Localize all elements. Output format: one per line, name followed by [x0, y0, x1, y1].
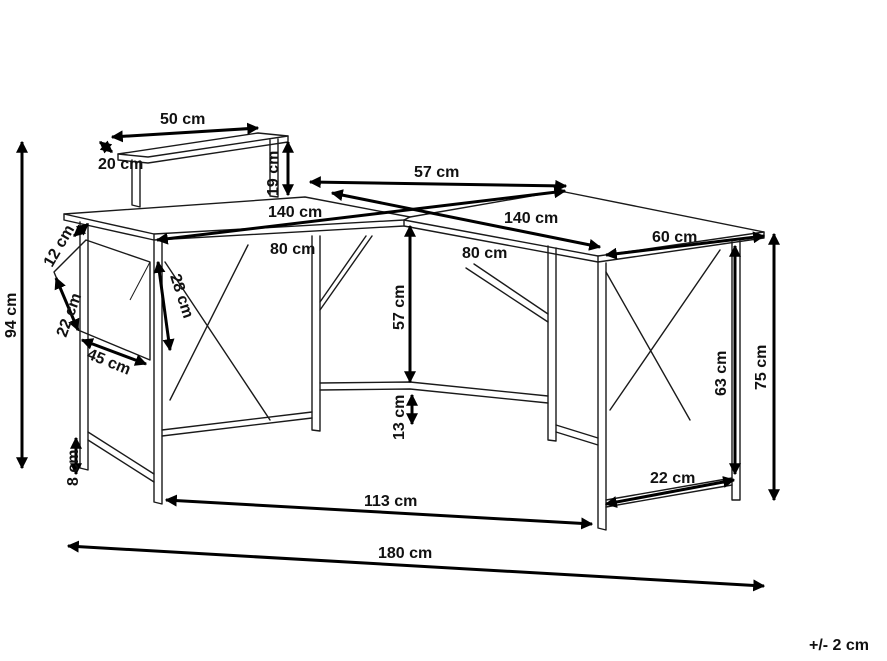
- label-shelf-width: 50 cm: [160, 111, 205, 128]
- label-left-top-length: 140 cm: [268, 204, 322, 221]
- arrow-right-depth: [604, 231, 766, 260]
- arrow-inner-base: [164, 494, 594, 530]
- arrow-bag-diag: [153, 260, 175, 352]
- label-total-height: 75 cm: [753, 345, 770, 390]
- label-bag-top: 12 cm: [41, 222, 78, 270]
- label-bar-height: 13 cm: [391, 395, 408, 440]
- arrow-right-top-length: [330, 189, 602, 251]
- label-overall-height: 94 cm: [3, 293, 20, 338]
- arrow-total-width: [66, 540, 766, 592]
- left-desktop: [63, 196, 411, 241]
- arrow-shelf-depth: [99, 140, 113, 154]
- arrow-shelf-width: [110, 122, 260, 143]
- monitor-shelf: [117, 132, 289, 208]
- label-inner-height: 57 cm: [391, 285, 408, 330]
- label-right-depth: 60 cm: [652, 229, 697, 246]
- label-corner-span: 57 cm: [414, 164, 459, 181]
- tolerance-note: +/- 2 cm: [808, 637, 869, 654]
- label-foot-gap: 8 cm: [65, 450, 82, 486]
- arrow-bag-bottom: [80, 338, 148, 366]
- label-bag-diag: 28 cm: [166, 272, 196, 320]
- label-inner-base: 113 cm: [364, 493, 417, 510]
- left-legs: [79, 221, 373, 505]
- label-right-top-length: 140 cm: [504, 210, 558, 227]
- dimension-arrows: [15, 122, 780, 592]
- arrow-right-base: [604, 476, 736, 508]
- label-shelf-height: 19 cm: [265, 151, 282, 196]
- middle-legs: [319, 245, 557, 442]
- label-total-width: 180 cm: [378, 545, 432, 562]
- desk-drawing: [53, 132, 765, 531]
- arrow-bag-top: [73, 222, 89, 238]
- label-right-inner-length: 80 cm: [462, 245, 507, 262]
- label-right-leg-height: 63 cm: [713, 351, 730, 396]
- label-left-inner-length: 80 cm: [270, 241, 315, 258]
- arrow-corner-span: [308, 176, 568, 192]
- label-right-base: 22 cm: [650, 470, 695, 487]
- label-shelf-depth: 20 cm: [98, 156, 143, 173]
- right-desktop: [403, 190, 765, 263]
- arrow-bag-side: [54, 276, 80, 332]
